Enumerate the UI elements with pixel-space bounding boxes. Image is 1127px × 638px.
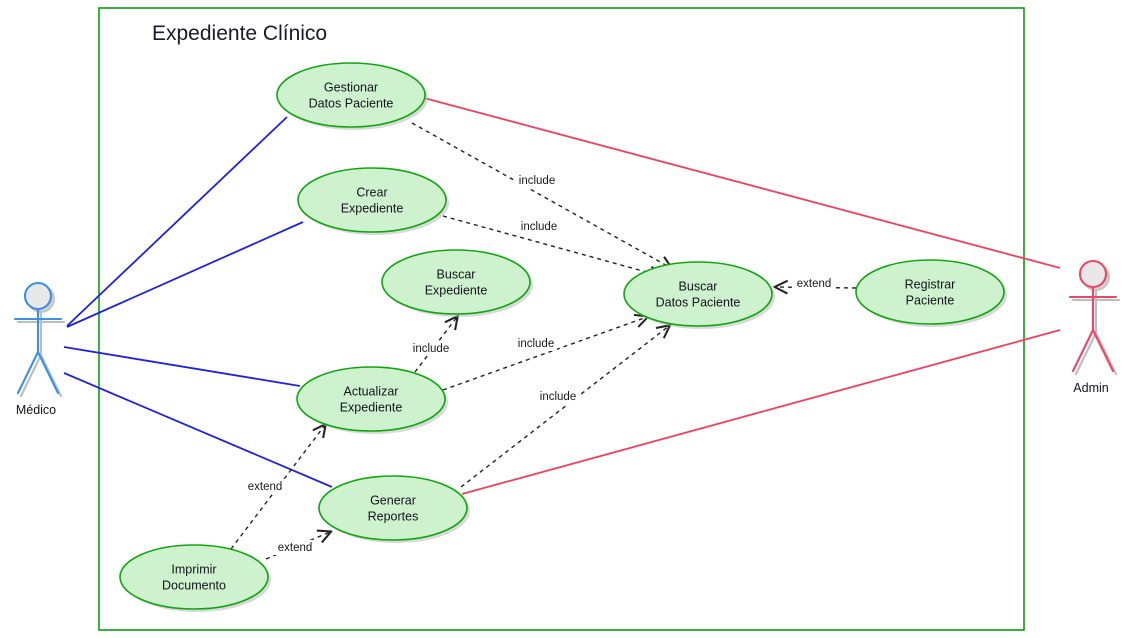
use-case-label-line1: Gestionar: [324, 80, 378, 94]
use-case-label-line1: Crear: [356, 185, 387, 199]
association-medico-generar[interactable]: [63, 372, 333, 488]
relationship-label-bg: [537, 389, 579, 404]
use-case-label-line2: Paciente: [906, 293, 955, 307]
relationship-label-bg: [516, 173, 558, 188]
system-boundary: Expediente Clínico: [98, 7, 1025, 631]
system-boundary-rect: [98, 7, 1025, 631]
actor-medico-leg-right: [36, 350, 60, 395]
actor-medico-figure[interactable]: [13, 281, 63, 395]
relationship-label-bg: [518, 219, 560, 234]
relationship-label-extend: extend: [248, 481, 283, 493]
relationship-label-include: include: [519, 175, 555, 187]
relationship-label-bg: [274, 540, 316, 555]
relationship-include-generar-to-buscar_datos[interactable]: [460, 326, 669, 488]
actor-admin-label: Admin: [1073, 381, 1108, 395]
actor-medico[interactable]: Médico: [13, 281, 66, 417]
actor-admin-leg-left: [1071, 328, 1095, 373]
use-case-label-line1: Buscar: [437, 267, 476, 281]
use-case-ellipse[interactable]: [855, 259, 1005, 325]
use-case-ellipse[interactable]: [296, 366, 446, 432]
use-case-ellipse[interactable]: [276, 62, 426, 128]
relationship-layer: include include include include include exten…: [230, 122, 857, 560]
use-case-label-line1: Actualizar: [344, 384, 399, 398]
relationship-include-crear-to-buscar_datos[interactable]: [442, 215, 661, 276]
relationship-label-include: include: [518, 338, 554, 350]
association-medico-actualizar[interactable]: [63, 346, 301, 387]
association-layer: [63, 97, 1061, 495]
relationship-label-bg: [244, 479, 286, 494]
association-admin-generar[interactable]: [461, 329, 1061, 495]
use-case-label-line2: Reportes: [368, 509, 419, 523]
actor-admin-leg-right: [1091, 328, 1115, 373]
use-case-label-line1: Imprimir: [171, 562, 216, 576]
relationship-label-extend: extend: [278, 542, 313, 554]
relationship-label-include: include: [521, 221, 557, 233]
relationship-label-bg: [515, 336, 557, 351]
actor-admin-head: [1078, 259, 1108, 289]
use-case-ellipse[interactable]: [297, 167, 447, 233]
use-case-ellipse[interactable]: [318, 475, 468, 541]
use-case-label-line1: Buscar: [679, 279, 718, 293]
actor-medico-head: [23, 281, 53, 311]
use-case-ellipse[interactable]: [119, 544, 269, 610]
relationship-extend-imprimir-to-actualizar[interactable]: [230, 425, 325, 550]
association-admin-gestionar[interactable]: [423, 97, 1061, 269]
use-case-label-line1: Registrar: [905, 277, 956, 291]
association-medico-crear[interactable]: [66, 221, 304, 328]
use-case-label-line2: Datos Paciente: [309, 96, 394, 110]
actor-admin-figure[interactable]: [1068, 259, 1118, 373]
relationship-label-bg: [410, 341, 452, 356]
use-case-label-line2: Expediente: [340, 400, 403, 414]
system-boundary-title: Expediente Clínico: [152, 22, 327, 45]
actor-medico-leg-left: [16, 350, 40, 395]
actor-medico-label: Médico: [16, 403, 56, 417]
use-case-label-line2: Expediente: [341, 201, 404, 215]
relationship-include-actualizar-to-buscar_datos[interactable]: [442, 317, 647, 391]
relationship-label-include: include: [540, 391, 576, 403]
relationship-include-gestionar-to-buscar_datos[interactable]: [411, 122, 671, 268]
use-case-ellipse[interactable]: [381, 249, 531, 315]
use-case-label-line2: Documento: [162, 578, 226, 592]
actor-admin[interactable]: Admin: [1068, 259, 1121, 395]
association-medico-gestionar[interactable]: [66, 116, 288, 327]
use-case-label-line2: Expediente: [425, 283, 488, 297]
relationship-label-include: include: [413, 343, 449, 355]
use-case-ellipse[interactable]: [623, 261, 773, 327]
use-case-label-line2: Datos Paciente: [656, 295, 741, 309]
use-case-label-line1: Generar: [370, 493, 416, 507]
relationship-label-extend: extend: [797, 278, 832, 290]
relationship-label-bg: [793, 276, 835, 291]
